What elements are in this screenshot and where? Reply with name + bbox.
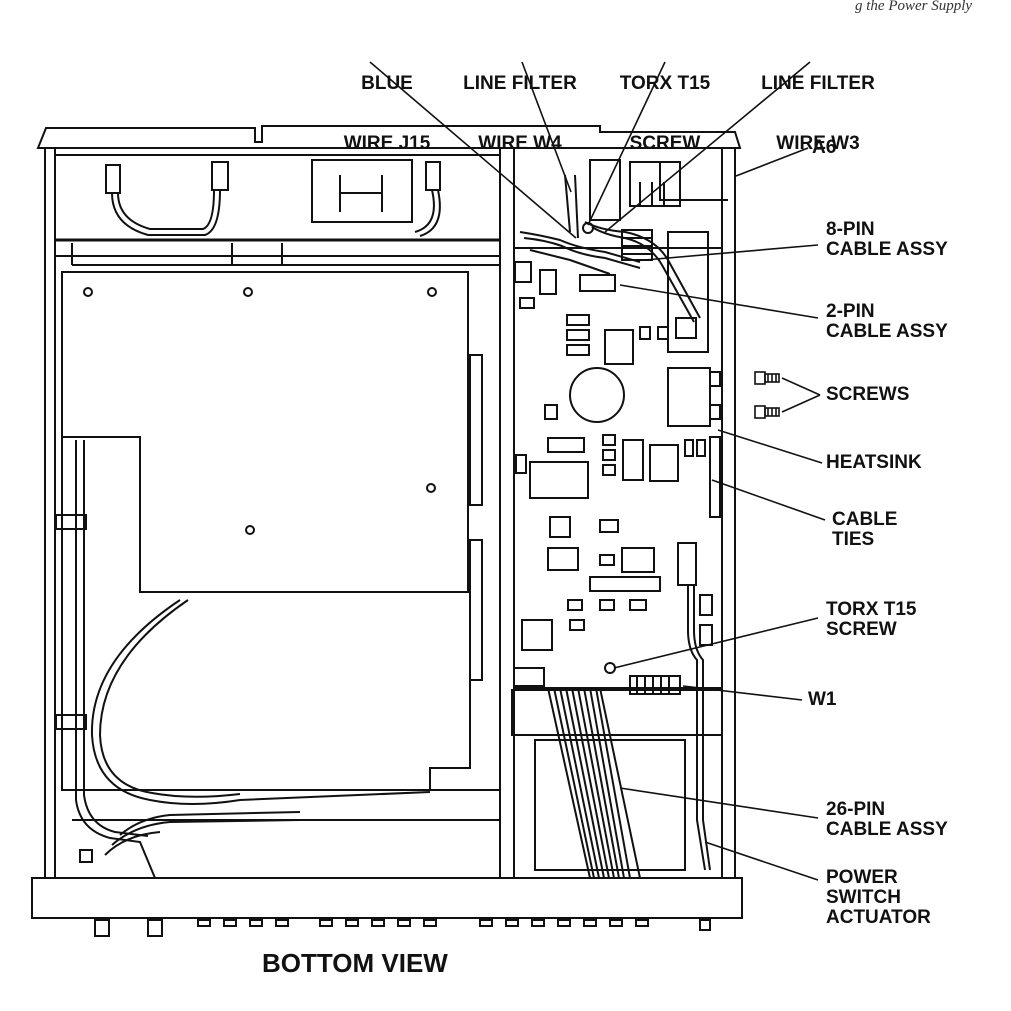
label-heatsink: HEATSINK (826, 452, 922, 473)
loose-screws (754, 371, 780, 419)
label-line: LINE FILTER (463, 73, 577, 94)
label-line: BLUE (361, 73, 413, 94)
label-torx-t15-screw-side: TORX T15 SCREW (826, 599, 917, 640)
label-line: WIRE J15 (343, 133, 431, 154)
label-line: SCREW (629, 133, 701, 154)
front-panel (31, 877, 743, 919)
label-a6: A6 (812, 137, 837, 158)
a6-board (513, 247, 723, 689)
label-line: TORX T15 (619, 73, 711, 94)
label-line-filter-wire-w3: LINE FILTER WIRE W3 (742, 34, 894, 194)
chassis-outline (44, 147, 736, 879)
center-divider (499, 147, 515, 879)
ribbon-cable (546, 687, 642, 879)
label-w1: W1 (808, 689, 837, 710)
left-board (61, 271, 469, 593)
label-line: WIRE W4 (478, 133, 562, 154)
label-line: WIRE W3 (776, 133, 860, 154)
leader-lines (369, 61, 826, 881)
label-power-switch-actuator: POWER SWITCH ACTUATOR (826, 867, 931, 928)
label-cable-ties: CABLE TIES (832, 509, 898, 550)
label-screws: SCREWS (826, 384, 910, 405)
page-header-fragment: g the Power Supply (855, 0, 973, 14)
label-blue-wire-j15: BLUE WIRE J15 (332, 34, 442, 194)
label-line: LINE FILTER (761, 73, 875, 94)
label-26-pin-cable-assy: 26-PIN CABLE ASSY (826, 799, 948, 840)
label-8-pin-cable-assy: 8-PIN CABLE ASSY (826, 219, 948, 260)
label-2-pin-cable-assy: 2-PIN CABLE ASSY (826, 301, 948, 342)
chassis-top-edge (36, 125, 742, 149)
label-torx-t15-screw-top: TORX T15 SCREW (600, 34, 730, 194)
figure-caption: BOTTOM VIEW (262, 948, 448, 978)
label-line-filter-wire-w4: LINE FILTER WIRE W4 (445, 34, 595, 194)
